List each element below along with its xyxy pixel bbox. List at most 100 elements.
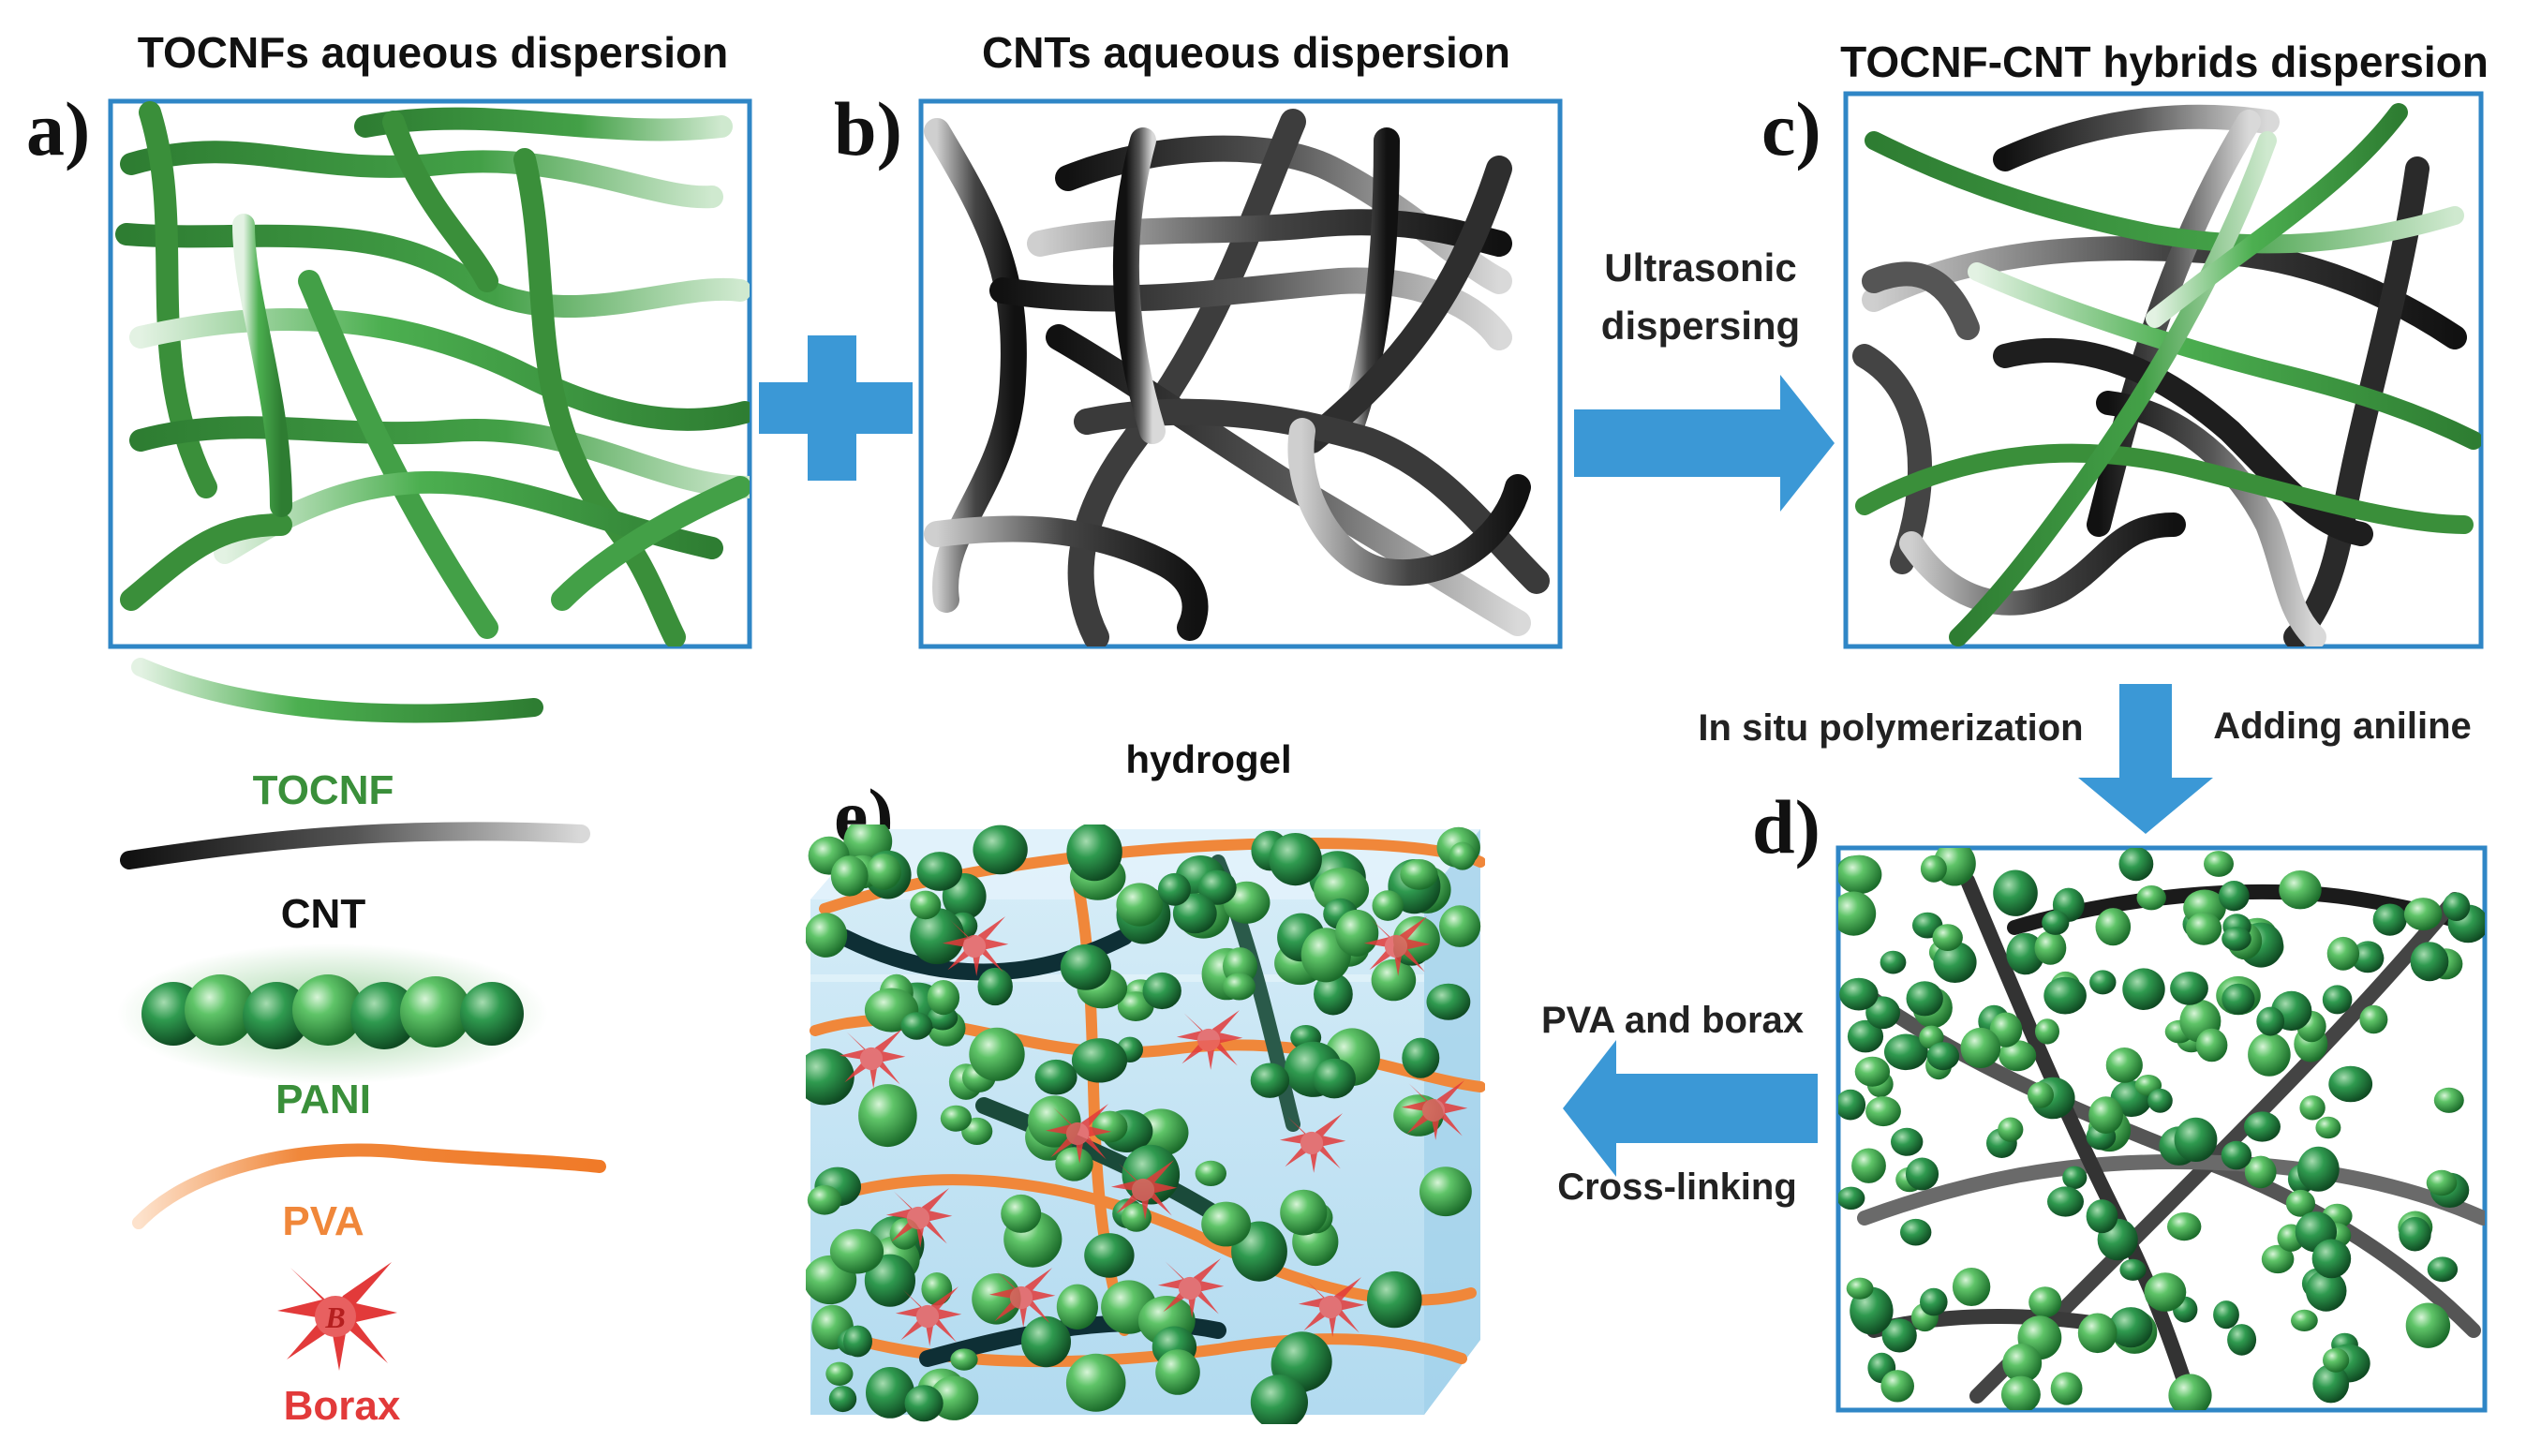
pani-sphere (2285, 1189, 2315, 1217)
pani-sphere (1172, 893, 1217, 934)
borax-crosslink-icon (1279, 1113, 1346, 1173)
pani-sphere (910, 890, 942, 920)
pani-sphere (2095, 908, 2132, 946)
panel-c: TOCNF-CNT hybrids dispersion c) (1761, 37, 2489, 649)
pani-sphere (1001, 1194, 1042, 1233)
pani-sphere (1155, 1349, 1200, 1395)
pani-sphere (2227, 1324, 2257, 1356)
legend: TOCNF CNT PANI PVA B Borax (117, 658, 606, 1429)
pani-sphere (2222, 983, 2255, 1015)
panel-c-letter: c) (1761, 86, 1821, 171)
borax-crosslink-icon (1176, 1010, 1243, 1070)
pani-sphere (1993, 869, 2038, 916)
borax-crosslink-icon (895, 1286, 962, 1346)
pani-sphere (1865, 1096, 1901, 1127)
pani-sphere (2167, 1212, 2202, 1241)
pani-sphere (1952, 1268, 1991, 1306)
panel-a-letter: a) (26, 86, 90, 171)
step-adding-aniline: Adding aniline (2213, 706, 2472, 747)
pani-sphere (1891, 1127, 1924, 1156)
tocnf-fibers-a (115, 101, 750, 646)
panel-d: d) (1752, 784, 2488, 1413)
pani-sphere (1335, 909, 1379, 957)
pani-sphere (2323, 1347, 2350, 1373)
pani-sphere (2000, 1375, 2041, 1410)
borax-crosslink-icon (839, 1029, 906, 1089)
pani-sphere (1920, 1287, 1948, 1316)
pani-sphere (1371, 958, 1417, 1002)
pani-sphere (1066, 825, 1122, 882)
hydrogel-network-e (806, 825, 1485, 1424)
pani-sphere (2168, 1374, 2212, 1410)
step-pva-and-borax: PVA and borax (1541, 1000, 1804, 1041)
pani-sphere (1056, 1284, 1098, 1330)
pani-sphere (1926, 1042, 1960, 1071)
pani-sphere (1402, 1037, 1440, 1078)
pani-sphere (1084, 1233, 1135, 1278)
pani-sphere (806, 1048, 854, 1106)
pani-sphere (2174, 1117, 2218, 1162)
pani-sphere (843, 1325, 872, 1358)
pani-sphere (2050, 1372, 2083, 1405)
pani-sphere (1846, 1277, 1874, 1300)
pani-sphere (2218, 881, 2250, 912)
borax-crosslink-icon (1045, 1104, 1112, 1164)
pani-sphere (2089, 970, 2117, 995)
pani-sphere (1223, 973, 1256, 1001)
pani-sphere (2002, 1344, 2043, 1383)
pani-sphere (1439, 905, 1481, 947)
pani-sphere (864, 1254, 916, 1307)
pani-sphere (940, 1105, 972, 1132)
borax-icon: B (277, 1262, 397, 1371)
legend-tocnf-label: TOCNF (253, 767, 394, 813)
borax-crosslink-icon (1157, 1258, 1225, 1318)
pani-sphere (2062, 1166, 2088, 1190)
pani-sphere (1865, 996, 1900, 1030)
legend-cnt-label: CNT (281, 891, 366, 937)
step-ultrasonic-line1: Ultrasonic (1604, 245, 1796, 290)
pani-sphere (2322, 985, 2353, 1015)
pani-sphere (2443, 892, 2471, 921)
pani-sphere (1071, 1038, 1128, 1083)
pani-sphere (2170, 972, 2208, 1005)
borax-crosslink-icon (1110, 1160, 1178, 1220)
borax-crosslink-icon (1298, 1277, 1365, 1337)
pani-sphere (2028, 1081, 2054, 1108)
borax-crosslink-icon (885, 1188, 953, 1248)
pani-sphere (2256, 1006, 2285, 1036)
pani-sphere (1116, 883, 1163, 927)
plus-icon (759, 335, 913, 481)
borax-crosslink-icon (1363, 916, 1431, 976)
pani-sphere (2136, 885, 2166, 911)
legend-pva-label: PVA (282, 1198, 364, 1244)
pani-sphere (1021, 1315, 1071, 1368)
pani-sphere (1998, 1117, 2024, 1142)
pani-sphere (977, 967, 1013, 1006)
pani-sphere (2213, 1300, 2239, 1330)
pani-sphere (900, 1012, 933, 1040)
pani-sphere (2410, 942, 2449, 982)
pani-sphere (2088, 1096, 2124, 1134)
pani-sphere (2034, 930, 2067, 965)
pani-sphere (1250, 1374, 1308, 1424)
pani-sphere (2312, 1364, 2350, 1404)
pani-sphere (1838, 854, 1882, 895)
pani-sphere (2221, 1140, 2252, 1170)
panel-e-title: hydrogel (1125, 737, 1291, 781)
pani-sphere (2403, 898, 2443, 931)
pani-sphere (1367, 1270, 1422, 1329)
pani-sphere (1157, 872, 1191, 906)
pani-sphere (1449, 841, 1477, 870)
pani-sphere (921, 1272, 953, 1306)
pani-sphere (2186, 912, 2222, 945)
pani-sphere (2109, 1307, 2153, 1348)
pani-sphere (2077, 1313, 2118, 1354)
pani-sphere (2006, 932, 2045, 975)
borax-crosslink-icon (988, 1268, 1056, 1328)
pani-sphere (1065, 1353, 1126, 1412)
pani-sphere (2433, 1087, 2464, 1113)
pani-sphere (2299, 1095, 2326, 1121)
arrow-down-icon (2078, 684, 2213, 834)
pani-sphere (1838, 1089, 1866, 1121)
